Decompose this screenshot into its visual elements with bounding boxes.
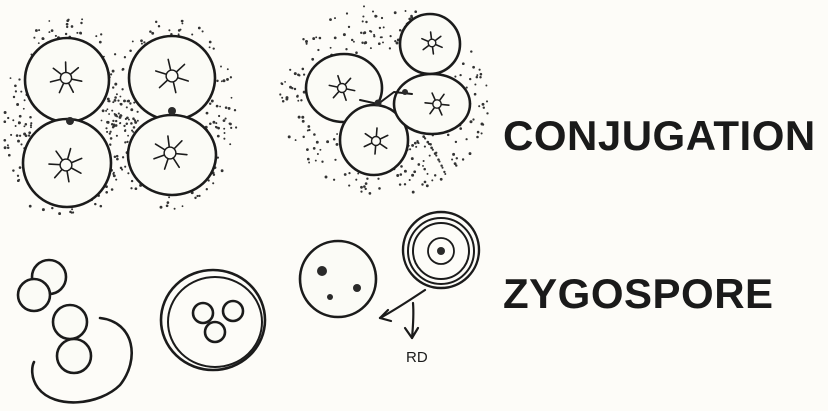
zygospore-label: ZYGOSPORE xyxy=(503,270,774,318)
zygospore-mature xyxy=(403,212,479,288)
rd-label: RD xyxy=(406,349,428,366)
conjugation-cluster xyxy=(306,14,470,175)
conjugation-cell-pair-right xyxy=(128,36,216,195)
zygospore-encysted xyxy=(161,270,265,370)
zygospore-small-cells xyxy=(18,260,132,402)
zygospore-germinating xyxy=(300,241,376,317)
conjugation-label: CONJUGATION xyxy=(503,112,816,160)
conjugation-cell-pair-left xyxy=(23,38,111,207)
reduction-division-arrows: RD xyxy=(380,290,428,366)
